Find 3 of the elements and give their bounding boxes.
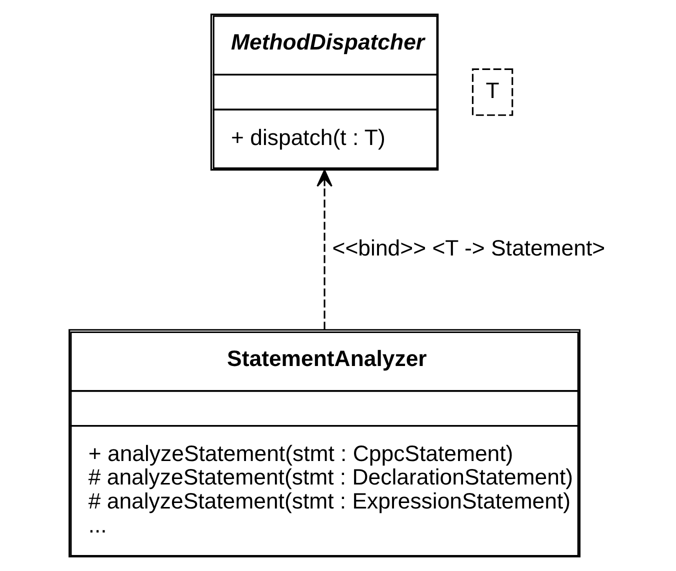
edge-label: <<bind>> <T -> Statement> (332, 236, 606, 261)
node-box: T (472, 68, 514, 116)
arrow (316, 170, 332, 330)
